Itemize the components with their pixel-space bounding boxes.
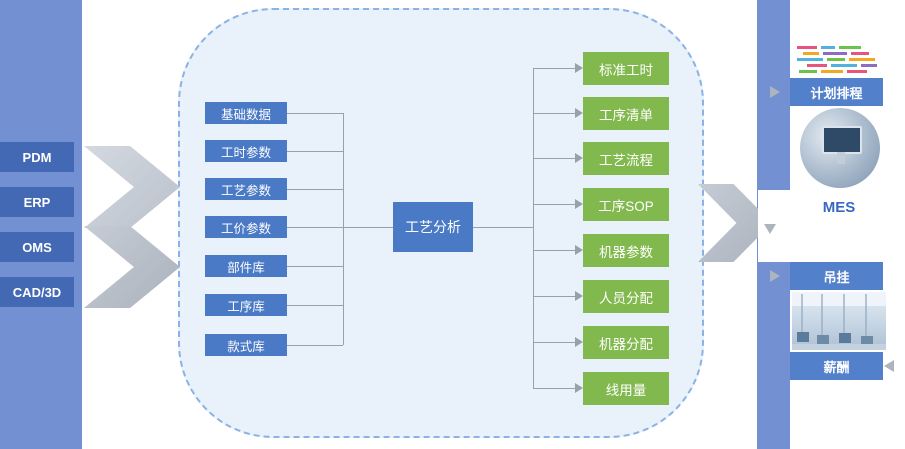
input-node-operation-lib: 工序库: [205, 294, 287, 316]
connector-line: [343, 113, 344, 345]
flow-arrow-icon: [84, 226, 180, 308]
connector-line: [533, 250, 575, 251]
input-node-basic-data: 基础数据: [205, 102, 287, 124]
arrowhead-icon: [770, 270, 780, 282]
core-node-process-analysis: 工艺分析: [393, 202, 473, 252]
connector-line: [533, 296, 575, 297]
connector-line: [287, 189, 343, 190]
arrowhead-icon: [575, 153, 583, 163]
connector-line: [287, 345, 343, 346]
connector-line: [287, 305, 343, 306]
arrowhead-icon: [575, 383, 583, 393]
left-item-oms: OMS: [0, 232, 74, 262]
arrowhead-icon: [575, 245, 583, 255]
arrowhead-icon: [764, 224, 776, 234]
right-item-hanging: 吊挂: [790, 262, 883, 290]
output-node-operation-list: 工序清单: [583, 97, 669, 130]
input-node-process-params: 工艺参数: [205, 178, 287, 200]
connector-line: [533, 68, 534, 388]
output-node-machine-allocation: 机器分配: [583, 326, 669, 359]
right-item-salary: 薪酬: [790, 352, 883, 380]
connector-line: [287, 266, 343, 267]
monitor-screen-shape: [822, 126, 862, 154]
right-item-scheduling: 计划排程: [790, 78, 883, 106]
input-node-style-lib: 款式库: [205, 334, 287, 356]
workshop-photo: [792, 292, 886, 350]
connector-line: [533, 113, 575, 114]
left-item-erp: ERP: [0, 187, 74, 217]
mes-panel-bg: [758, 190, 890, 234]
connector-line: [343, 227, 393, 228]
connector-line: [287, 113, 343, 114]
connector-line: [533, 158, 575, 159]
left-item-cad3d: CAD/3D: [0, 277, 74, 307]
connector-line: [287, 151, 343, 152]
right-item-mes: MES: [822, 198, 856, 216]
arrowhead-icon: [575, 108, 583, 118]
output-node-operation-sop: 工序SOP: [583, 188, 669, 221]
input-node-component-lib: 部件库: [205, 255, 287, 277]
output-node-standard-hours: 标准工时: [583, 52, 669, 85]
input-node-price-params: 工价参数: [205, 216, 287, 238]
output-node-thread-usage: 线用量: [583, 372, 669, 405]
output-node-machine-params: 机器参数: [583, 234, 669, 267]
gantt-chart-image: [793, 42, 885, 76]
arrowhead-icon: [575, 291, 583, 301]
output-node-process-flow: 工艺流程: [583, 142, 669, 175]
arrowhead-icon: [770, 86, 780, 98]
connector-line: [533, 68, 575, 69]
output-node-staff-allocation: 人员分配: [583, 280, 669, 313]
arrowhead-icon: [884, 360, 894, 372]
input-node-workhour-params: 工时参数: [205, 140, 287, 162]
mes-panel-bg: [758, 232, 836, 262]
left-systems-strip: [0, 0, 82, 449]
connector-line: [533, 342, 575, 343]
machine-photo: [800, 108, 880, 188]
left-item-pdm: PDM: [0, 142, 74, 172]
arrowhead-icon: [575, 63, 583, 73]
arrowhead-icon: [575, 337, 583, 347]
connector-line: [533, 204, 575, 205]
flow-arrow-icon: [84, 146, 180, 228]
monitor-stand-shape: [837, 152, 845, 164]
connector-line: [287, 227, 343, 228]
connector-line: [533, 388, 575, 389]
arrowhead-icon: [575, 199, 583, 209]
connector-line: [473, 227, 533, 228]
